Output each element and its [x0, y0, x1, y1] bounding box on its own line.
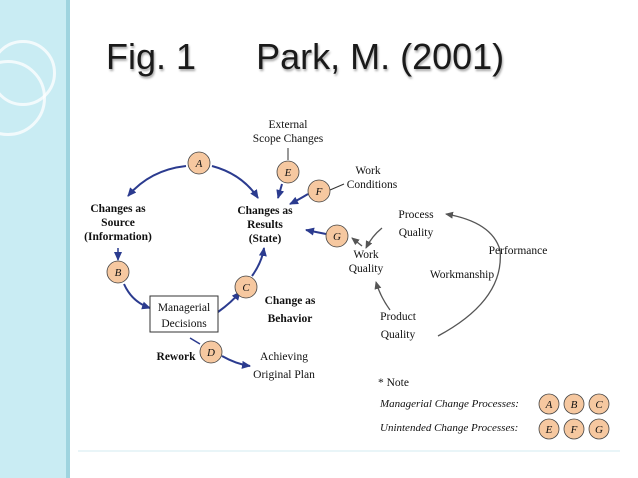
managerial-decisions-box	[149, 295, 219, 333]
svg-text:F: F	[570, 424, 578, 436]
label-results-1: Changes as	[237, 205, 293, 217]
legend-node-a: A	[538, 393, 560, 415]
arrow-e-to-results	[276, 183, 285, 199]
label-work-quality-2: Quality	[349, 263, 384, 275]
node-g: G	[325, 224, 349, 248]
label-work-quality-1: Work	[353, 249, 379, 261]
arrow-g-to-results	[305, 227, 327, 236]
svg-text:C: C	[595, 399, 603, 411]
label-source-1: Changes as	[90, 203, 146, 215]
node-e: E	[276, 160, 300, 184]
svg-text:A: A	[545, 399, 553, 411]
svg-text:E: E	[284, 167, 292, 179]
label-external-1: External	[269, 119, 308, 131]
arrow-a-to-results	[211, 165, 259, 199]
label-product-quality-2: Quality	[381, 329, 416, 341]
svg-text:G: G	[333, 231, 341, 243]
legend-node-c: C	[588, 393, 610, 415]
label-source-3: (Information)	[84, 231, 152, 243]
node-d: D	[199, 340, 223, 364]
label-achieving-2: Original Plan	[253, 369, 315, 381]
label-rework: Rework	[157, 351, 197, 363]
arrow-d-to-plan	[221, 355, 251, 369]
arrow-a-to-source	[127, 165, 187, 197]
figure-label: Fig. 1	[106, 36, 197, 77]
label-achieving-1: Achieving	[260, 351, 308, 363]
label-performance: Performance	[489, 245, 548, 257]
label-workmanship: Workmanship	[430, 269, 494, 281]
arrow-b-to-decisions	[123, 283, 151, 310]
label-results-3: (State)	[249, 233, 282, 245]
node-b: B	[106, 260, 130, 284]
label-product-quality-1: Product	[380, 311, 417, 323]
svg-text:A: A	[195, 158, 203, 170]
arrow-process-to-workq	[365, 227, 383, 249]
svg-text:D: D	[206, 347, 215, 359]
decorative-side-band	[0, 0, 70, 478]
label-work-conditions-2: Conditions	[347, 179, 398, 191]
connector-conditions-to-f	[329, 183, 345, 191]
arrow-product-to-process	[437, 211, 501, 337]
label-work-conditions-1: Work	[355, 165, 381, 177]
node-a: A	[187, 151, 211, 175]
svg-text:C: C	[242, 282, 250, 294]
label-behavior-2: Behavior	[268, 313, 313, 325]
note-heading: * Note	[378, 377, 409, 389]
svg-text:F: F	[315, 186, 323, 198]
arrow-workq-to-g	[351, 237, 363, 247]
label-source-2: Source	[101, 217, 135, 229]
svg-text:E: E	[545, 424, 553, 436]
managerial-label-1: Managerial	[158, 302, 210, 314]
svg-text:G: G	[595, 424, 603, 436]
arrow-product-to-workq	[374, 281, 391, 311]
node-f: F	[307, 179, 331, 203]
side-band-edge	[66, 0, 70, 478]
note-unintended: Unintended Change Processes:	[380, 422, 518, 434]
label-behavior-1: Change as	[265, 295, 316, 307]
legend-node-g: G	[588, 418, 610, 440]
arrow-c-to-results	[251, 247, 267, 277]
label-process-quality-2: Quality	[399, 227, 434, 239]
label-process-quality-1: Process	[398, 209, 434, 221]
legend-node-e: E	[538, 418, 560, 440]
note-managerial: Managerial Change Processes:	[379, 398, 519, 410]
arrow-decisions-to-d	[189, 337, 201, 345]
citation: Park, M. (2001)	[256, 36, 505, 77]
label-results-2: Results	[247, 219, 283, 231]
managerial-label-2: Decisions	[161, 318, 207, 330]
legend-node-b: B	[563, 393, 585, 415]
arrow-f-to-results	[289, 193, 309, 205]
arrow-decisions-to-c	[217, 291, 241, 313]
slide-title: Fig. 1 Park, M. (2001)	[106, 36, 504, 78]
decorative-ring	[0, 40, 56, 106]
svg-text:B: B	[115, 267, 122, 279]
legend-node-f: F	[563, 418, 585, 440]
svg-text:B: B	[571, 399, 578, 411]
node-c: C	[234, 275, 258, 299]
label-external-2: Scope Changes	[253, 133, 324, 145]
